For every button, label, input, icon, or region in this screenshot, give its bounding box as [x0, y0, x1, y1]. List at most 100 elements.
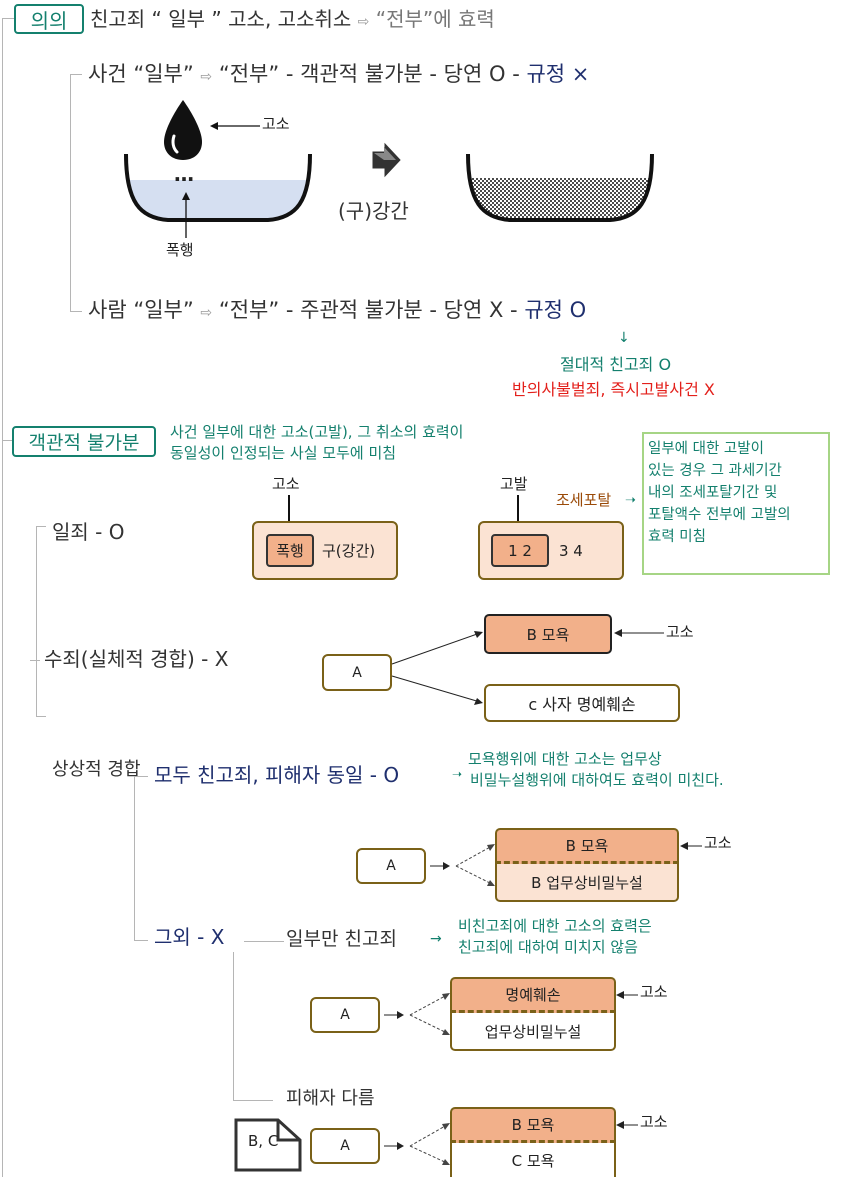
c1-complaint-label: 고소: [704, 834, 732, 852]
document-icon: [234, 1118, 302, 1172]
objective-desc-1: 사건 일부에 대한 고소(고발), 그 취소의 효력이: [170, 423, 464, 441]
c1-box-bottom-label: B 업무상비밀누설: [531, 873, 643, 892]
header-arrow-icon: ⇨: [357, 14, 370, 30]
box2-report-label: 고발: [500, 475, 528, 493]
tick-single: [36, 526, 46, 527]
c1-box-a: A: [356, 848, 426, 884]
concur-all-note-1: 모욕행위에 대한 고소는 업무상: [468, 750, 662, 768]
person-line-part2: “전부” - 주관적 불가분 - 당연 X -: [218, 298, 518, 322]
green-note-line-3: 내의 조세포탈기간 및: [648, 485, 778, 501]
concur-all-label: 모두 친고죄, 피해자 동일 - O: [154, 763, 400, 787]
green-note: 일부에 대한 고발이 있는 경우 그 과세기간 내의 조세포탈기간 및 포탈액수…: [642, 432, 830, 575]
c3-box-a: A: [310, 1128, 380, 1164]
c2-box-bottom-label: 업무상비밀누설: [484, 1022, 582, 1041]
header-title-part2: “전부”에 효력: [375, 7, 495, 31]
single-crime-label: 일죄 - O: [52, 520, 125, 544]
partial-note-2: 친고죄에 대하여 미치지 않음: [458, 938, 638, 956]
partial-note-1: 비친고죄에 대한 고소의 효력은: [458, 917, 652, 935]
box1-complaint-label: 고소: [272, 475, 300, 493]
c3-box-a-label: A: [340, 1138, 350, 1154]
c3-box-bottom: C 모욕: [450, 1143, 616, 1177]
c1-box-top: B 모욕: [495, 828, 679, 864]
section2-tick: [2, 440, 12, 441]
right-bowl: [466, 153, 654, 222]
c2-box-top: 명예훼손: [450, 977, 616, 1013]
drop-complaint-label: 고소: [262, 115, 290, 133]
intro-tag: 의의: [14, 4, 84, 34]
box2-arrow-line: [517, 495, 519, 531]
exception-note: 반의사불벌죄, 즉시고발사건 X: [512, 380, 715, 399]
section1-top-tick: [70, 74, 82, 75]
doc-label: B, C: [248, 1132, 279, 1150]
green-note-line-1: 일부에 대한 고발이: [648, 441, 764, 457]
header-title-part1: 친고죄 “ 일부 ” 고소, 고소취소: [90, 7, 352, 31]
other-branch-line: [233, 952, 234, 1100]
c2-box-a-label: A: [340, 1007, 350, 1023]
header-title: 친고죄 “ 일부 ” 고소, 고소취소 ⇨ “전부”에 효력: [90, 8, 495, 31]
box1-arrow-line: [288, 495, 290, 531]
concur-top-tick: [134, 776, 148, 777]
section2-branch-line: [36, 526, 37, 716]
box1-inner-label: 폭행: [276, 542, 304, 560]
person-line-rule: 규정 O: [524, 298, 587, 322]
person-line: 사람 “일부” ⇨ “전부” - 주관적 불가분 - 당연 X - 규정 O: [88, 298, 586, 322]
bowl-illustration: [124, 100, 654, 238]
absolute-note: 절대적 친고죄 O: [560, 355, 672, 374]
box1-rest-label: 구(강간): [322, 542, 376, 560]
c1-box-top-label: B 모욕: [565, 837, 609, 855]
multi-box-c-label: c 사자 명예훼손: [528, 695, 636, 714]
partial-arrow-icon: →: [430, 931, 442, 947]
c3-box-top-label: B 모욕: [511, 1116, 555, 1134]
multi-box-a: A: [322, 654, 392, 691]
left-border-line: [2, 18, 3, 1177]
down-arrow-icon: ↓: [618, 330, 630, 346]
multi-crime-label: 수죄(실체적 경합) - X: [44, 647, 229, 671]
tax-arrow-icon: ➝: [625, 493, 636, 508]
tick-concur: [36, 716, 46, 717]
person-line-part1: 사람 “일부”: [88, 298, 194, 322]
person-arrow-icon: ⇨: [200, 305, 213, 321]
objective-tag: 객관적 불가분: [12, 426, 156, 457]
other-label: 그외 - X: [154, 925, 225, 949]
c2-box-bottom: 업무상비밀누설: [450, 1013, 616, 1051]
other-bottom-tick: [233, 1100, 273, 1101]
section1-branch-line: [70, 74, 71, 311]
section1-bottom-tick: [70, 311, 82, 312]
multi-box-c: c 사자 명예훼손: [484, 684, 680, 722]
case-line-part1: 사건 “일부”: [88, 62, 194, 86]
tick-multi: [30, 660, 40, 661]
multi-box-b-label: B 모욕: [526, 625, 570, 644]
box1: 폭행 구(강간): [252, 521, 398, 580]
violence-label: 폭행: [166, 241, 194, 259]
box1-inner: 폭행: [266, 534, 314, 567]
objective-tag-label: 객관적 불가분: [28, 432, 140, 454]
intro-tag-label: 의의: [30, 8, 68, 33]
c2-box-top-label: 명예훼손: [505, 986, 561, 1004]
robbery-label: (구)강간: [338, 199, 409, 223]
box2-rest-label: 3 4: [559, 541, 583, 560]
c3-complaint-label: 고소: [640, 1113, 668, 1131]
green-note-line-4: 포탈액수 전부에 고발의: [648, 507, 791, 523]
concur-branch-line: [134, 776, 135, 940]
case-arrow-icon: ⇨: [200, 69, 213, 85]
box2-inner: 1 2: [491, 534, 549, 567]
box2: 1 2 3 4: [478, 521, 624, 580]
c3-box-top: B 모욕: [450, 1107, 616, 1143]
header-tick: [2, 18, 14, 19]
case-line: 사건 “일부” ⇨ “전부” - 객관적 불가분 - 당연 O - 규정 ×: [88, 62, 589, 86]
tax-evasion-label: 조세포탈: [556, 491, 612, 509]
bowl-dots: …: [174, 162, 194, 186]
concur-all-arrow-icon: ➝: [452, 767, 463, 781]
c2-box-a: A: [310, 997, 380, 1033]
concur-all-note-2: 비밀누설행위에 대하여도 효력이 미친다.: [470, 771, 724, 789]
multi-complaint-label: 고소: [666, 623, 694, 641]
concur-bottom-tick: [134, 940, 148, 941]
multi-box-b: B 모욕: [484, 614, 612, 654]
box2-inner-label: 1 2: [508, 541, 532, 560]
c2-complaint-label: 고소: [640, 983, 668, 1001]
multi-box-a-label: A: [352, 664, 362, 681]
objective-desc-2: 동일성이 인정되는 사실 모두에 미침: [170, 444, 397, 462]
green-note-line-2: 있는 경우 그 과세기간: [648, 463, 782, 479]
